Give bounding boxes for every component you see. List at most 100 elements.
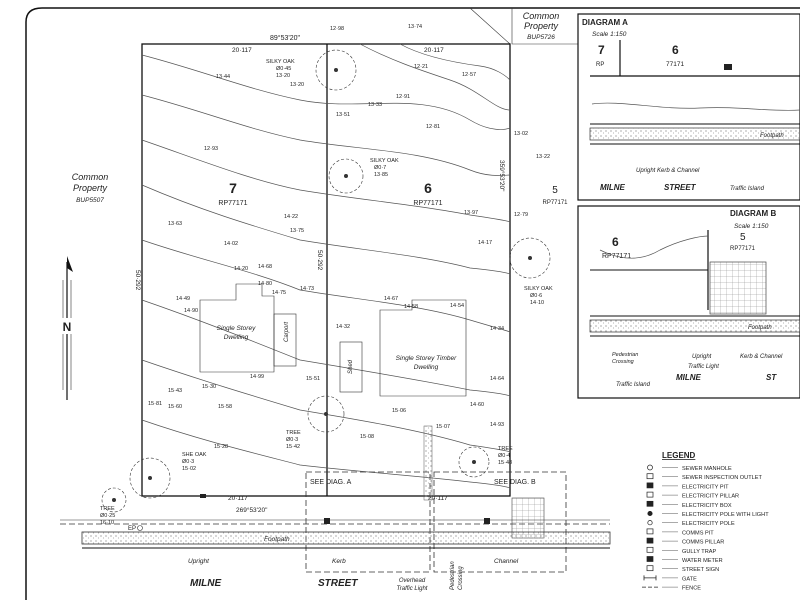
legend-item-label: GATE bbox=[682, 576, 697, 582]
tree-icon bbox=[315, 49, 357, 91]
spot-level: 15·30 bbox=[202, 384, 216, 390]
ped-crossing-line2: Crossing bbox=[458, 566, 464, 590]
common-top-line2: Property bbox=[524, 21, 559, 31]
diagram-b-traffic-light: Traffic Light bbox=[688, 364, 719, 370]
diagram-b-street2: ST bbox=[766, 373, 777, 382]
driveway-strip bbox=[423, 425, 433, 501]
spot-level: 14·75 bbox=[272, 290, 286, 296]
tree-diameter-left: Ø0·25 bbox=[100, 513, 115, 519]
electricity-pit-icon bbox=[200, 494, 206, 498]
spot-level: 13·97 bbox=[464, 210, 478, 216]
diagram-a-street1: MILNE bbox=[600, 183, 626, 192]
spot-level: 14·17 bbox=[478, 240, 492, 246]
spot-level: 13·44 bbox=[216, 74, 230, 80]
diagram-b-lot5-plan: RP77171 bbox=[730, 246, 756, 252]
tree-icon bbox=[129, 457, 171, 499]
diagram-b-upright: Upright bbox=[692, 354, 712, 360]
common-top-line3: BUP5726 bbox=[527, 34, 555, 41]
legend-item-label: SEWER INSPECTION OUTLET bbox=[682, 475, 762, 481]
legend-item-label: ELECTRICITY PILLAR bbox=[682, 494, 739, 500]
diagram-a-kerb: Upright Kerb & Channel bbox=[636, 168, 700, 174]
side-distance-mid: 50·292 bbox=[316, 250, 323, 271]
electricity-pole-light-icon bbox=[647, 510, 653, 517]
spot-level: 15·60 bbox=[168, 404, 182, 410]
diagram-a-title: DIAGRAM A bbox=[582, 18, 628, 27]
diagram-a: DIAGRAM A Scale 1:150 7 6 RP 77171 Footp… bbox=[577, 13, 800, 201]
overhead-light-line1: Overhead bbox=[399, 578, 426, 584]
lot-boundaries bbox=[141, 43, 511, 497]
water-meter-icon bbox=[646, 556, 654, 562]
bearing-bottom: 269°53'20" bbox=[236, 506, 268, 514]
common-left-line1: Common bbox=[72, 172, 109, 182]
tree-diameter-right: Ø0·4 bbox=[498, 453, 510, 459]
tree-level-silky-oak-mid: 13·85 bbox=[374, 172, 388, 178]
diagram-b-street1: MILNE bbox=[676, 373, 702, 382]
spot-level: 15·43 bbox=[168, 388, 182, 394]
spot-level: 14·68 bbox=[258, 264, 272, 270]
spot-level: 13·63 bbox=[168, 221, 182, 227]
lot6-number: 6 bbox=[424, 180, 432, 196]
comms-pit-icon bbox=[324, 518, 330, 524]
lot7-number: 7 bbox=[229, 180, 237, 196]
legend-item-label: WATER METER bbox=[682, 558, 723, 564]
spot-level: 14·32 bbox=[336, 324, 350, 330]
spot-level: 14·49 bbox=[176, 296, 190, 302]
sheet-border bbox=[25, 7, 800, 600]
dwelling6-line2: Dwelling bbox=[414, 364, 439, 371]
shed-label: Shed bbox=[348, 359, 354, 374]
upright-label: Upright bbox=[188, 558, 210, 565]
lot5-number: 5 bbox=[552, 185, 558, 196]
spot-level: 12·98 bbox=[330, 26, 344, 32]
tree-icon bbox=[509, 237, 551, 279]
street-name-part1: MILNE bbox=[190, 578, 221, 589]
lot7-plan: RP77171 bbox=[218, 200, 247, 207]
spot-level: 15·51 bbox=[306, 376, 320, 382]
diagram-callouts: SEE DIAG. A SEE DIAG. B bbox=[305, 471, 567, 573]
spot-level: 14·58 bbox=[404, 304, 418, 310]
carport-label: Carport bbox=[284, 322, 290, 342]
legend-item-label: ELECTRICITY PIT bbox=[682, 484, 729, 490]
spot-level: 13·74 bbox=[408, 24, 422, 30]
diagram-b-lot5: 5 bbox=[740, 232, 746, 243]
channel-label: Channel bbox=[494, 558, 519, 565]
diagram-b-scale: Scale 1:150 bbox=[734, 223, 769, 230]
tree-icon bbox=[101, 487, 127, 513]
comms-pit-icon bbox=[484, 518, 490, 524]
spot-level: 12·93 bbox=[204, 146, 218, 152]
spot-level: 14·67 bbox=[384, 296, 398, 302]
diagram-a-scale: Scale 1:150 bbox=[592, 31, 627, 38]
see-diag-b-label: SEE DIAG. B bbox=[494, 479, 536, 486]
street-name-part2: STREET bbox=[318, 578, 358, 589]
see-diag-a-label: SEE DIAG. A bbox=[310, 479, 352, 486]
spot-level: 14·20 bbox=[234, 266, 248, 272]
spot-level: 13·51 bbox=[336, 112, 350, 118]
diagram-a-island: Traffic Island bbox=[730, 186, 765, 192]
legend-item-label: STREET SIGN bbox=[682, 567, 719, 573]
diagram-b-island: Traffic Island bbox=[616, 382, 651, 388]
distance-top-lot7: 20·117 bbox=[232, 47, 252, 54]
north-arrow: N bbox=[60, 256, 74, 400]
overhead-light-line2: Traffic Light bbox=[397, 586, 428, 592]
spot-level: 14·60 bbox=[470, 402, 484, 408]
tree-label-mid: TREE bbox=[286, 430, 301, 436]
contour-lines bbox=[141, 43, 511, 489]
legend-item-label: COMMS PIT bbox=[682, 530, 714, 536]
electricity-pillar-icon bbox=[646, 491, 654, 498]
electricity-pit-icon bbox=[646, 482, 654, 489]
dwelling7-line1: Single Storey bbox=[217, 325, 256, 332]
diagram-a-street2: STREET bbox=[664, 183, 697, 192]
diagram-a-plan7: RP bbox=[596, 62, 604, 68]
electricity-pole-icon bbox=[647, 520, 653, 526]
spot-level: 12·81 bbox=[426, 124, 440, 130]
footpath-label: Footpath bbox=[264, 536, 290, 543]
tree-label-silky-oak-mid: SILKY OAK bbox=[370, 158, 399, 164]
diagram-b-crossing1: Pedestrian bbox=[612, 352, 638, 358]
tree-level-left: 16·10 bbox=[100, 520, 114, 526]
gully-trap-icon bbox=[646, 546, 654, 553]
spot-level: 14·90 bbox=[184, 308, 198, 314]
sewer-manhole-icon bbox=[647, 464, 653, 471]
spot-level: 15·07 bbox=[436, 424, 450, 430]
spot-level: 13·75 bbox=[290, 228, 304, 234]
